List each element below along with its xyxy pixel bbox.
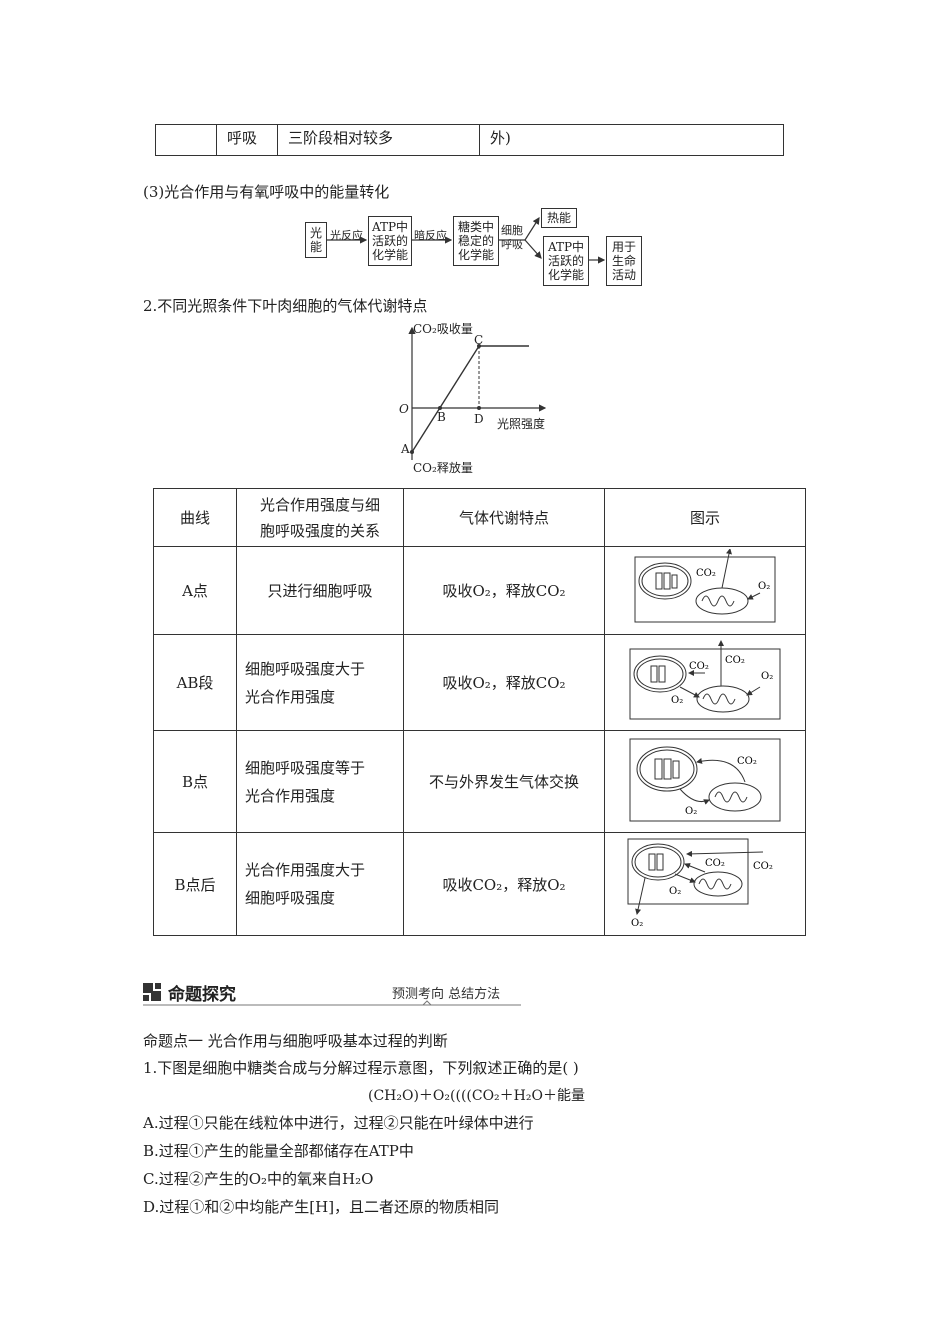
table-header-row: 曲线 光合作用强度与细 胞呼吸强度的关系 气体代谢特点 图示: [153, 488, 806, 547]
graph-point-b: B: [437, 410, 446, 424]
top-table-cell: 呼吸: [216, 124, 278, 156]
flow-box-life-activity: 用于 生命 活动: [606, 236, 642, 286]
row-curve: AB段: [153, 634, 237, 731]
flow-box-atp2: ATP中 活跃的 化学能: [543, 236, 589, 286]
cell-diagram-ab: CO₂ CO₂ O₂ O₂: [629, 639, 781, 719]
table-row: AB段 细胞呼吸强度大于 光合作用强度 吸收O₂，释放CO₂ CO₂ CO₂ O…: [153, 634, 806, 731]
top-table-cell: 外): [479, 124, 784, 156]
flow-label-respiration: 细胞 呼吸: [501, 224, 523, 251]
header-gas: 气体代谢特点: [403, 488, 605, 547]
row-figure: CO₂ O₂: [604, 546, 806, 635]
question-text: 1.下图是细胞中糖类合成与分解过程示意图，下列叙述正确的是( ): [143, 1059, 579, 1077]
svg-text:O₂: O₂: [685, 806, 697, 817]
option-a[interactable]: A.过程①只能在线粒体中进行，过程②只能在叶绿体中进行: [143, 1114, 534, 1132]
row-relation: 只进行细胞呼吸: [236, 546, 404, 635]
section-header-title: 命题探究: [168, 985, 236, 1005]
table-row: B点后 光合作用强度大于 细胞呼吸强度 吸收CO₂，释放O₂ CO₂ CO₂ O…: [153, 832, 806, 936]
graph-ylabel-bottom: CO₂释放量: [413, 461, 473, 475]
flow-label-light-reaction: 光反应: [330, 229, 363, 242]
graph-point-c: C: [474, 333, 484, 347]
row-relation: 光合作用强度大于 细胞呼吸强度: [236, 832, 404, 936]
row-gas: 不与外界发生气体交换: [403, 730, 605, 833]
graph-point-a: A: [401, 442, 410, 456]
row-curve: B点后: [153, 832, 237, 936]
svg-text:CO₂: CO₂: [696, 568, 716, 579]
row-gas: 吸收O₂，释放CO₂: [403, 634, 605, 731]
equation: (CH₂O)＋O₂((((CO₂＋H₂O＋能量: [368, 1088, 585, 1104]
table-row: B点 细胞呼吸强度等于 光合作用强度 不与外界发生气体交换 CO₂ O₂: [153, 730, 806, 833]
flow-box-atp: ATP中 活跃的 化学能: [368, 216, 412, 266]
graph-origin: O: [399, 402, 409, 416]
flow-label-dark-reaction: 暗反应: [414, 229, 447, 242]
section3-title: (3)光合作用与有氧呼吸中的能量转化: [143, 183, 390, 201]
graph-ylabel-top: CO₂吸收量: [413, 322, 473, 336]
header-figure: 图示: [604, 488, 806, 547]
top-table-cell: 三阶段相对较多: [277, 124, 480, 156]
flow-box-sugar: 糖类中 稳定的 化学能: [453, 216, 499, 266]
flow-arrows: [326, 216, 606, 264]
top-table-cell: [155, 124, 217, 156]
graph-point-d: D: [474, 412, 484, 426]
table-row: A点 只进行细胞呼吸 吸收O₂，释放CO₂ CO₂ O₂: [153, 546, 806, 635]
svg-text:O₂: O₂: [671, 695, 683, 706]
row-relation: 细胞呼吸强度等于 光合作用强度: [236, 730, 404, 833]
cell-diagram-b: CO₂ O₂: [629, 738, 781, 821]
option-c[interactable]: C.过程②产生的O₂中的氧来自H₂O: [143, 1170, 374, 1188]
svg-text:CO₂: CO₂: [737, 756, 757, 767]
svg-text:O₂: O₂: [761, 671, 773, 682]
section-header-decoration: [143, 983, 521, 1006]
row-figure: CO₂ CO₂ O₂ O₂: [604, 832, 806, 936]
cell-diagram-a: CO₂ O₂: [634, 547, 776, 622]
graph-xlabel: 光照强度: [497, 417, 546, 431]
option-b[interactable]: B.过程①产生的能量全部都储存在ATP中: [143, 1142, 414, 1160]
section2-title: 2.不同光照条件下叶肉细胞的气体代谢特点: [143, 297, 428, 315]
svg-text:O₂: O₂: [758, 581, 770, 592]
row-curve: B点: [153, 730, 237, 833]
section-header-subtitle: 预测考向 总结方法: [392, 987, 501, 1002]
graph-svg: [408, 326, 547, 460]
row-gas: 吸收CO₂，释放O₂: [403, 832, 605, 936]
option-d[interactable]: D.过程①和②中均能产生[H]，且二者还原的物质相同: [143, 1198, 500, 1216]
header-relation: 光合作用强度与细 胞呼吸强度的关系: [236, 488, 404, 547]
header-curve: 曲线: [153, 488, 237, 547]
row-figure: CO₂ O₂: [604, 730, 806, 833]
row-figure: CO₂ CO₂ O₂ O₂: [604, 634, 806, 731]
svg-text:CO₂: CO₂: [689, 661, 709, 672]
svg-text:CO₂: CO₂: [753, 861, 773, 872]
flow-box-heat: 热能: [541, 208, 577, 228]
svg-text:O₂: O₂: [631, 918, 643, 929]
topic-point-title: 命题点一 光合作用与细胞呼吸基本过程的判断: [143, 1032, 448, 1050]
row-relation: 细胞呼吸强度大于 光合作用强度: [236, 634, 404, 731]
svg-text:CO₂: CO₂: [725, 655, 745, 666]
gas-metabolism-table: 曲线 光合作用强度与细 胞呼吸强度的关系 气体代谢特点 图示 A点 只进行细胞呼…: [153, 488, 806, 936]
cell-diagram-after-b: CO₂ CO₂ O₂ O₂: [627, 838, 773, 929]
top-table-fragment: 呼吸 三阶段相对较多 外): [155, 124, 784, 156]
svg-text:O₂: O₂: [669, 886, 681, 897]
row-curve: A点: [153, 546, 237, 635]
svg-text:CO₂: CO₂: [705, 858, 725, 869]
row-gas: 吸收O₂，释放CO₂: [403, 546, 605, 635]
